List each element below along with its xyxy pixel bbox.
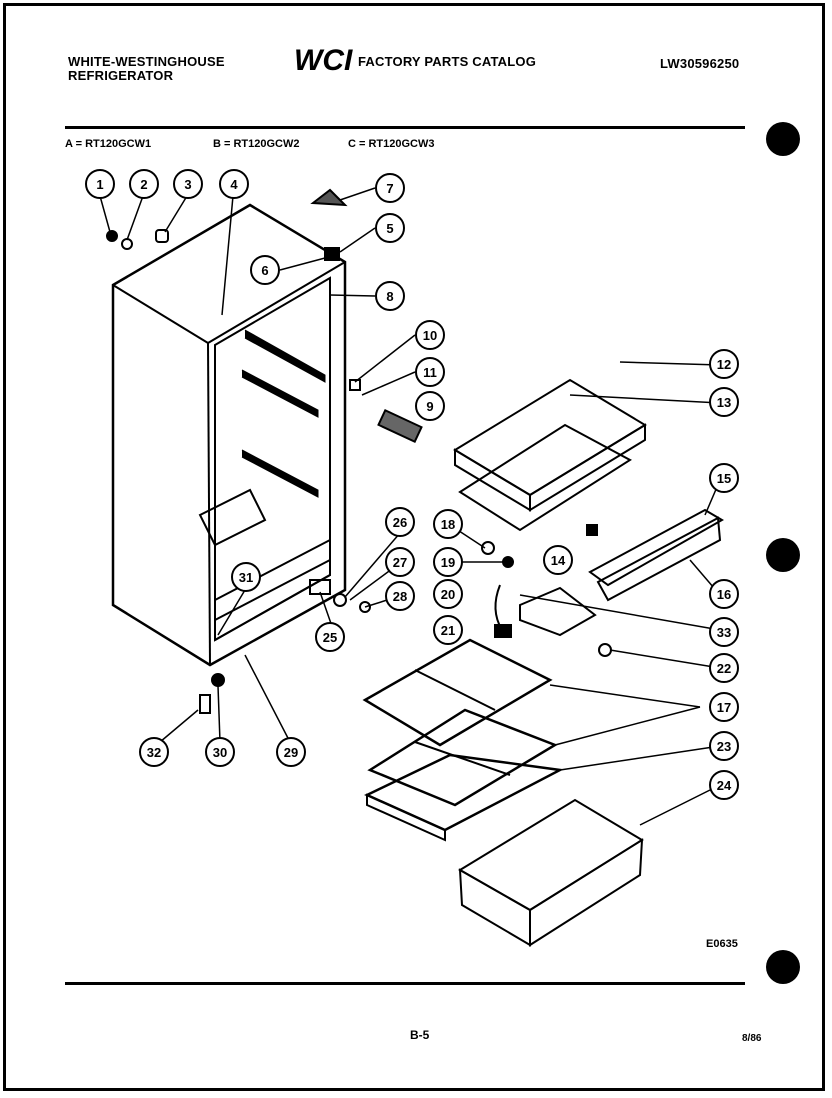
svg-text:32: 32 (147, 745, 161, 760)
callout-27: 27 (385, 547, 415, 577)
svg-text:25: 25 (323, 630, 337, 645)
crisper-parts-drawing (362, 508, 724, 947)
callout-11: 11 (415, 357, 445, 387)
svg-text:5: 5 (386, 221, 393, 236)
callout-9: 9 (415, 391, 445, 421)
callout-32: 32 (139, 737, 169, 767)
callout-24: 24 (709, 770, 739, 800)
svg-text:20: 20 (441, 587, 455, 602)
svg-text:27: 27 (393, 555, 407, 570)
svg-text:14: 14 (551, 553, 566, 568)
svg-text:6: 6 (261, 263, 268, 278)
svg-text:18: 18 (441, 517, 455, 532)
callout-4: 4 (219, 169, 249, 199)
wci-logo: WCI (294, 44, 353, 74)
svg-text:7: 7 (386, 181, 393, 196)
svg-text:19: 19 (441, 555, 455, 570)
logo-text: WCI (294, 44, 353, 74)
model-b: B = RT120GCW2 (213, 138, 300, 150)
callout-31: 31 (231, 562, 261, 592)
svg-text:17: 17 (717, 700, 731, 715)
callout-25: 25 (315, 622, 345, 652)
leader-lines (99, 187, 721, 826)
callout-5: 5 (375, 213, 405, 243)
diagram-code: E0635 (706, 938, 738, 950)
model-a: A = RT120GCW1 (65, 138, 152, 150)
top-rule (65, 126, 745, 129)
svg-text:30: 30 (213, 745, 227, 760)
callout-6: 6 (250, 255, 280, 285)
binder-hole-top (766, 122, 800, 156)
callout-16: 16 (709, 579, 739, 609)
callout-29: 29 (276, 737, 306, 767)
svg-text:11: 11 (423, 365, 437, 380)
svg-text:24: 24 (717, 778, 732, 793)
page-number: B-5 (410, 1028, 430, 1042)
callout-bubbles: 1 2 3 4 7 5 6 8 10 11 9 12 13 15 26 18 1… (85, 169, 739, 800)
model-c: C = RT120GCW3 (348, 138, 435, 150)
svg-text:1: 1 (96, 177, 103, 192)
print-date: 8/86 (742, 1033, 762, 1044)
callout-17: 17 (709, 692, 739, 722)
svg-text:22: 22 (717, 661, 731, 676)
callout-30: 30 (205, 737, 235, 767)
bottom-rule (65, 982, 745, 985)
svg-text:13: 13 (717, 395, 731, 410)
svg-text:3: 3 (184, 177, 191, 192)
svg-text:29: 29 (284, 745, 298, 760)
svg-text:16: 16 (717, 587, 731, 602)
callout-14: 14 (543, 545, 573, 575)
catalog-number: LW30596250 (660, 56, 740, 71)
binder-hole-middle (766, 538, 800, 572)
svg-text:10: 10 (423, 328, 437, 343)
binder-hole-bottom (766, 950, 800, 984)
callout-33: 33 (709, 617, 739, 647)
callout-10: 10 (415, 320, 445, 350)
callout-3: 3 (173, 169, 203, 199)
callout-23: 23 (709, 731, 739, 761)
svg-text:12: 12 (717, 357, 731, 372)
callout-28: 28 (385, 581, 415, 611)
svg-text:31: 31 (239, 570, 253, 585)
callout-8: 8 (375, 281, 405, 311)
callout-1: 1 (85, 169, 115, 199)
svg-text:28: 28 (393, 589, 407, 604)
svg-text:9: 9 (426, 399, 433, 414)
svg-text:15: 15 (717, 471, 731, 486)
callout-20: 20 (433, 579, 463, 609)
brand-line-1: WHITE-WESTINGHOUSE (68, 54, 225, 69)
callout-18: 18 (433, 509, 463, 539)
svg-text:23: 23 (717, 739, 731, 754)
svg-text:21: 21 (441, 623, 455, 638)
freezer-door-drawing (453, 378, 647, 536)
catalog-title: FACTORY PARTS CATALOG (358, 54, 537, 69)
callout-15: 15 (709, 463, 739, 493)
svg-text:26: 26 (393, 515, 407, 530)
callout-21: 21 (433, 615, 463, 645)
callout-13: 13 (709, 387, 739, 417)
brand-block: WHITE-WESTINGHOUSE REFRIGERATOR (68, 55, 225, 83)
callout-26: 26 (385, 507, 415, 537)
callout-7: 7 (375, 173, 405, 203)
callout-2: 2 (129, 169, 159, 199)
svg-text:8: 8 (386, 289, 393, 304)
svg-text:4: 4 (230, 177, 238, 192)
page-border (3, 3, 825, 1091)
callout-22: 22 (709, 653, 739, 683)
callout-12: 12 (709, 349, 739, 379)
brand-line-2: REFRIGERATOR (68, 68, 174, 83)
callout-19: 19 (433, 547, 463, 577)
svg-text:2: 2 (140, 177, 147, 192)
cabinet-drawing (106, 188, 423, 714)
svg-text:33: 33 (717, 625, 731, 640)
